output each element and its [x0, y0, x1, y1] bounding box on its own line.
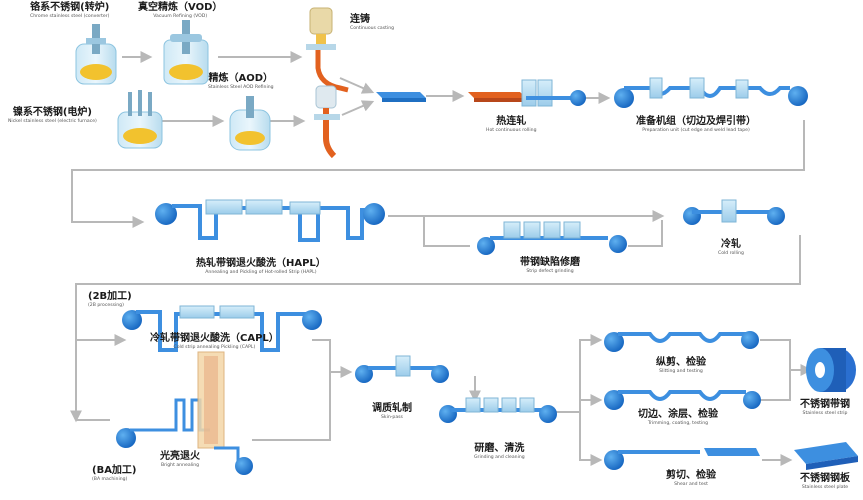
slitting-line-icon — [604, 331, 759, 352]
label-grind: 带钢缺陷修磨 Strip defect grinding — [520, 257, 580, 274]
skin-pass-mill-icon — [355, 355, 449, 383]
label-grind2: 研磨、清洗 Grinding and cleaning — [474, 443, 525, 460]
label-bright: 光亮退火 Bright annealing — [160, 451, 200, 468]
grinding-cleaning-icon — [439, 397, 557, 423]
label-ccm: 连铸 Continuous casting — [350, 14, 395, 31]
preparation-unit-icon — [614, 77, 808, 108]
continuous-casting-icon — [306, 7, 349, 93]
aod-refining-vessel-icon — [229, 96, 271, 151]
electric-furnace-icon — [117, 90, 163, 149]
arrow-ccm-to-slab2 — [341, 100, 375, 116]
label-shear: 剪切、检验 Shear and test — [666, 470, 716, 487]
label-nickel: 镍系不锈钢(电炉) Nickel stainless steel (electr… — [8, 107, 97, 124]
vacuum-refining-vessel-icon — [163, 20, 209, 85]
arrow-branch-shear — [579, 412, 603, 466]
label-trim: 切边、涂层、检验 Trimming, coating, testing — [638, 409, 718, 426]
hot-rolling-mill-icon — [468, 79, 586, 107]
label-slit: 纵剪、检验 Slitting and testing — [656, 357, 706, 374]
arrow-to-strip — [760, 339, 791, 401]
label-vod: 真空精炼（VOD） Vacuum Refining (VOD) — [138, 2, 223, 19]
label-capl: 冷轧带钢退火酸洗（CAPL） Cold strip annealing Pick… — [150, 333, 279, 350]
label-strip: 不锈钢带钢 Stainless steel strip — [800, 399, 850, 416]
strip-grinding-icon — [477, 221, 627, 255]
label-skin: 调质轧制 Skin-pass — [372, 403, 412, 420]
hapl-line-icon — [155, 199, 385, 242]
label-hapl: 热轧带钢退火酸洗（HAPL） Annealing and Pickling of… — [196, 258, 326, 275]
cold-rolling-mill-icon — [683, 199, 785, 225]
steel-coil-icon — [806, 348, 856, 392]
shearing-line-icon — [604, 448, 760, 470]
label-chrome: 铬系不锈钢(转炉) Chrome stainless steel (conver… — [30, 2, 110, 19]
arrow-grind-to-finish — [555, 334, 603, 413]
converter-vessel-icon — [75, 24, 117, 85]
arrow-row1-to-row2 — [71, 120, 805, 228]
label-prep: 准备机组（切边及焊引带） Preparation unit (cut edge … — [636, 116, 756, 133]
continuous-casting-icon — [314, 85, 340, 159]
label-cold: 冷轧 Cold rolling — [718, 239, 744, 256]
trimming-line-icon — [604, 390, 761, 410]
label-2b: (2B加工) (2B processing) — [88, 291, 132, 308]
arrow-branch-grind-down — [423, 216, 470, 247]
label-plate: 不锈钢钢板 Stainless steel plate — [800, 473, 850, 490]
steel-plate-icon — [794, 442, 858, 470]
arrow-ba-to-skin — [252, 372, 331, 441]
arrow-ccm-to-slab1 — [339, 77, 375, 94]
arrow-grind-to-cold — [628, 220, 663, 247]
label-aod: 精炼（AOD） Stainless Steel AOD Refining — [208, 73, 274, 90]
bright-annealing-icon — [116, 351, 253, 475]
label-hotroll: 热连轧 Hot continuous rolling — [486, 116, 537, 133]
slab-icon — [376, 92, 426, 102]
capl-line-icon — [122, 305, 322, 352]
label-ba: (BA加工) (BA machining) — [92, 465, 137, 482]
arrow-capl-to-skin — [312, 339, 353, 378]
arrow-row2-to-row3 — [70, 235, 801, 423]
